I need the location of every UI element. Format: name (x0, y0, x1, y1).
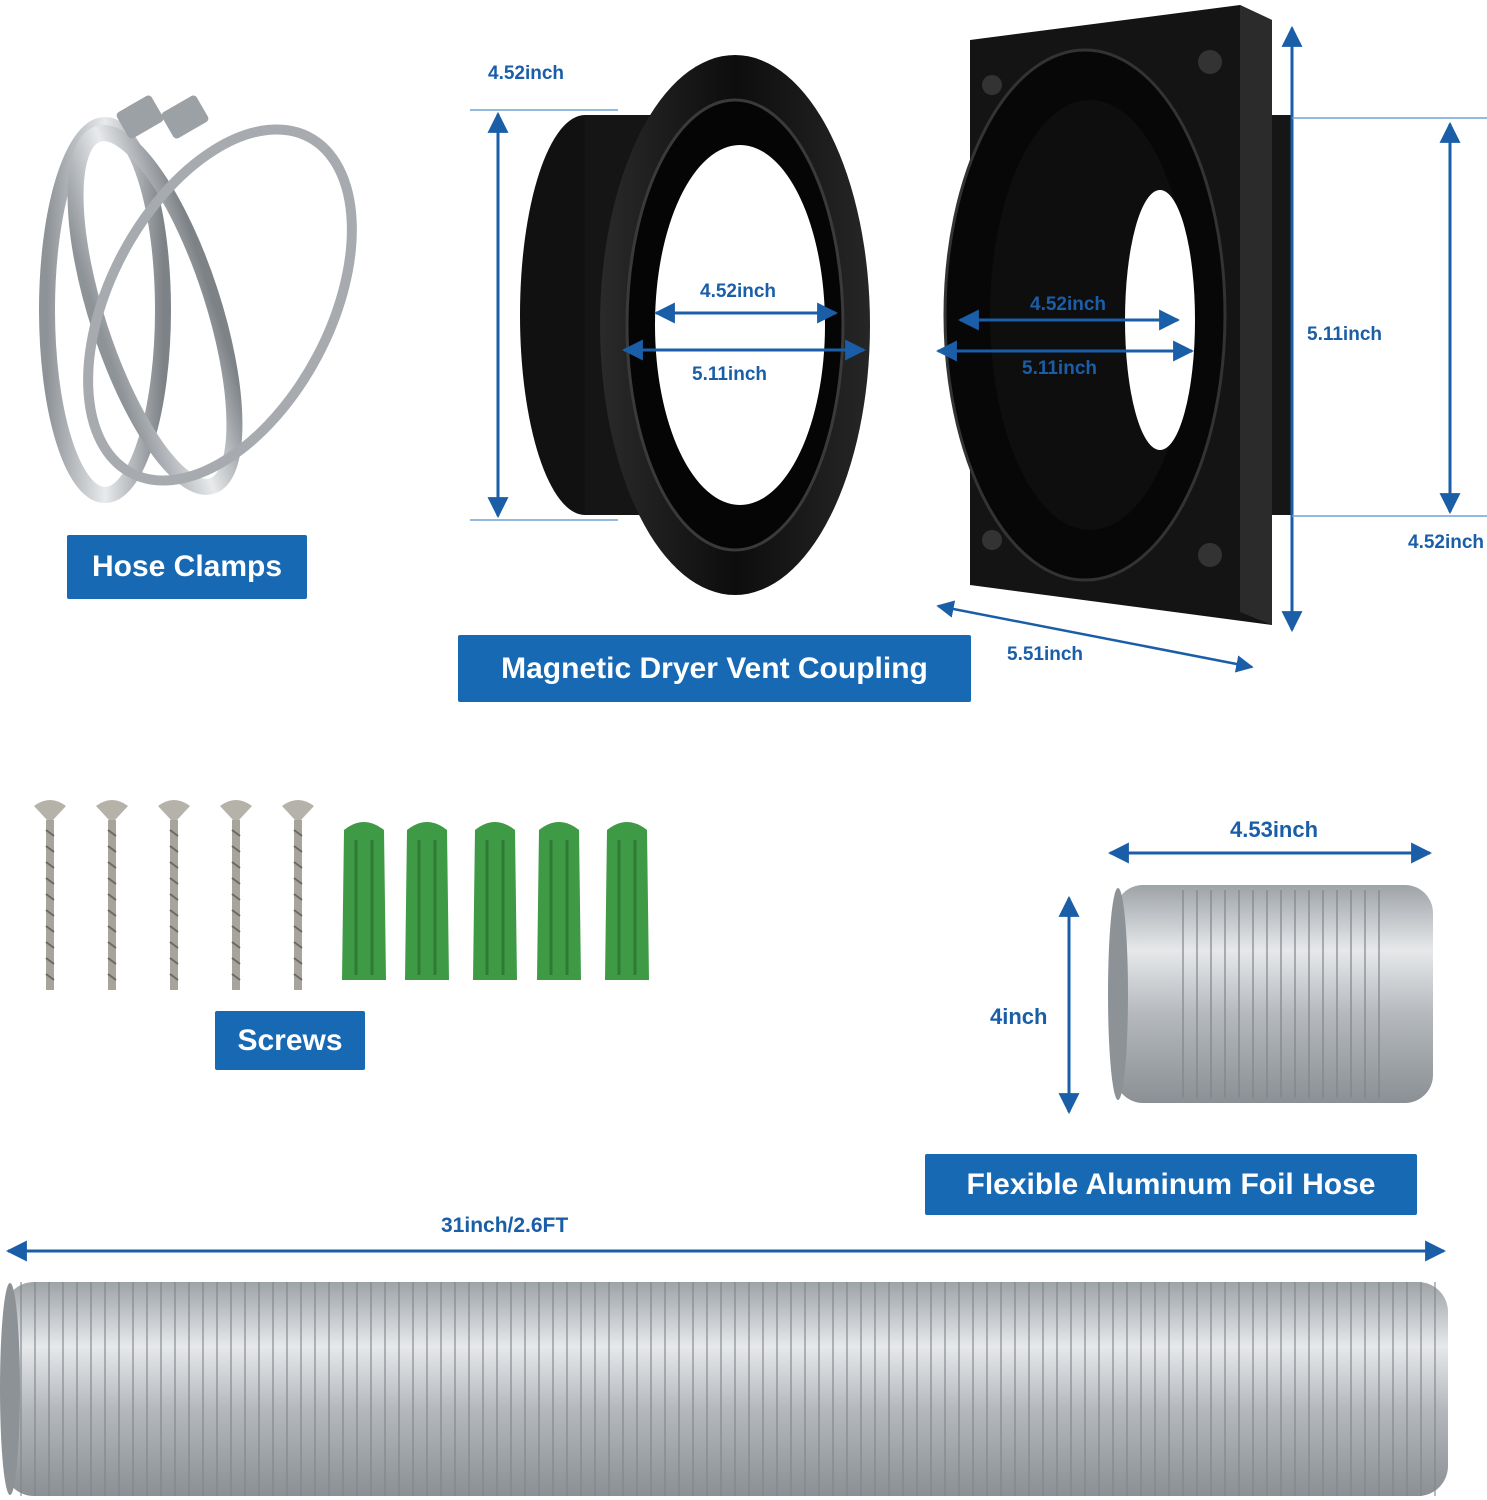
screw-icon (34, 800, 314, 990)
screws-label: Screws (215, 1011, 365, 1070)
ring-height-dimension: 4.52inch (488, 63, 565, 84)
hose-clamps-label: Hose Clamps (67, 535, 307, 599)
plate-inner-diameter: 4.52inch (1030, 294, 1107, 315)
vent-plate-icon (943, 5, 1292, 625)
plate-outer-diameter: 5.11inch (1022, 358, 1097, 379)
plate-width-dimension: 5.51inch (1007, 644, 1084, 665)
short-hose-diameter: 4inch (990, 1004, 1048, 1029)
short-hose-length: 4.53inch (1230, 817, 1319, 842)
wall-anchor-icon (342, 822, 649, 980)
plate-height-dimension: 5.11inch (1307, 324, 1382, 345)
long-foil-hose (0, 1282, 1448, 1496)
ring-inner-diameter: 4.52inch (700, 281, 777, 302)
coupling-label: Magnetic Dryer Vent Coupling (458, 635, 971, 702)
long-hose-length: 31inch/2.6FT (441, 1214, 569, 1237)
ring-outer-diameter: 5.11inch (692, 364, 767, 385)
vent-ring-icon (520, 55, 870, 595)
hose-clamp-icon (39, 95, 357, 503)
foil-hose-label: Flexible Aluminum Foil Hose (925, 1154, 1417, 1215)
foil-hose-icon (1108, 885, 1433, 1103)
plate-collar-dimension: 4.52inch (1408, 532, 1485, 553)
